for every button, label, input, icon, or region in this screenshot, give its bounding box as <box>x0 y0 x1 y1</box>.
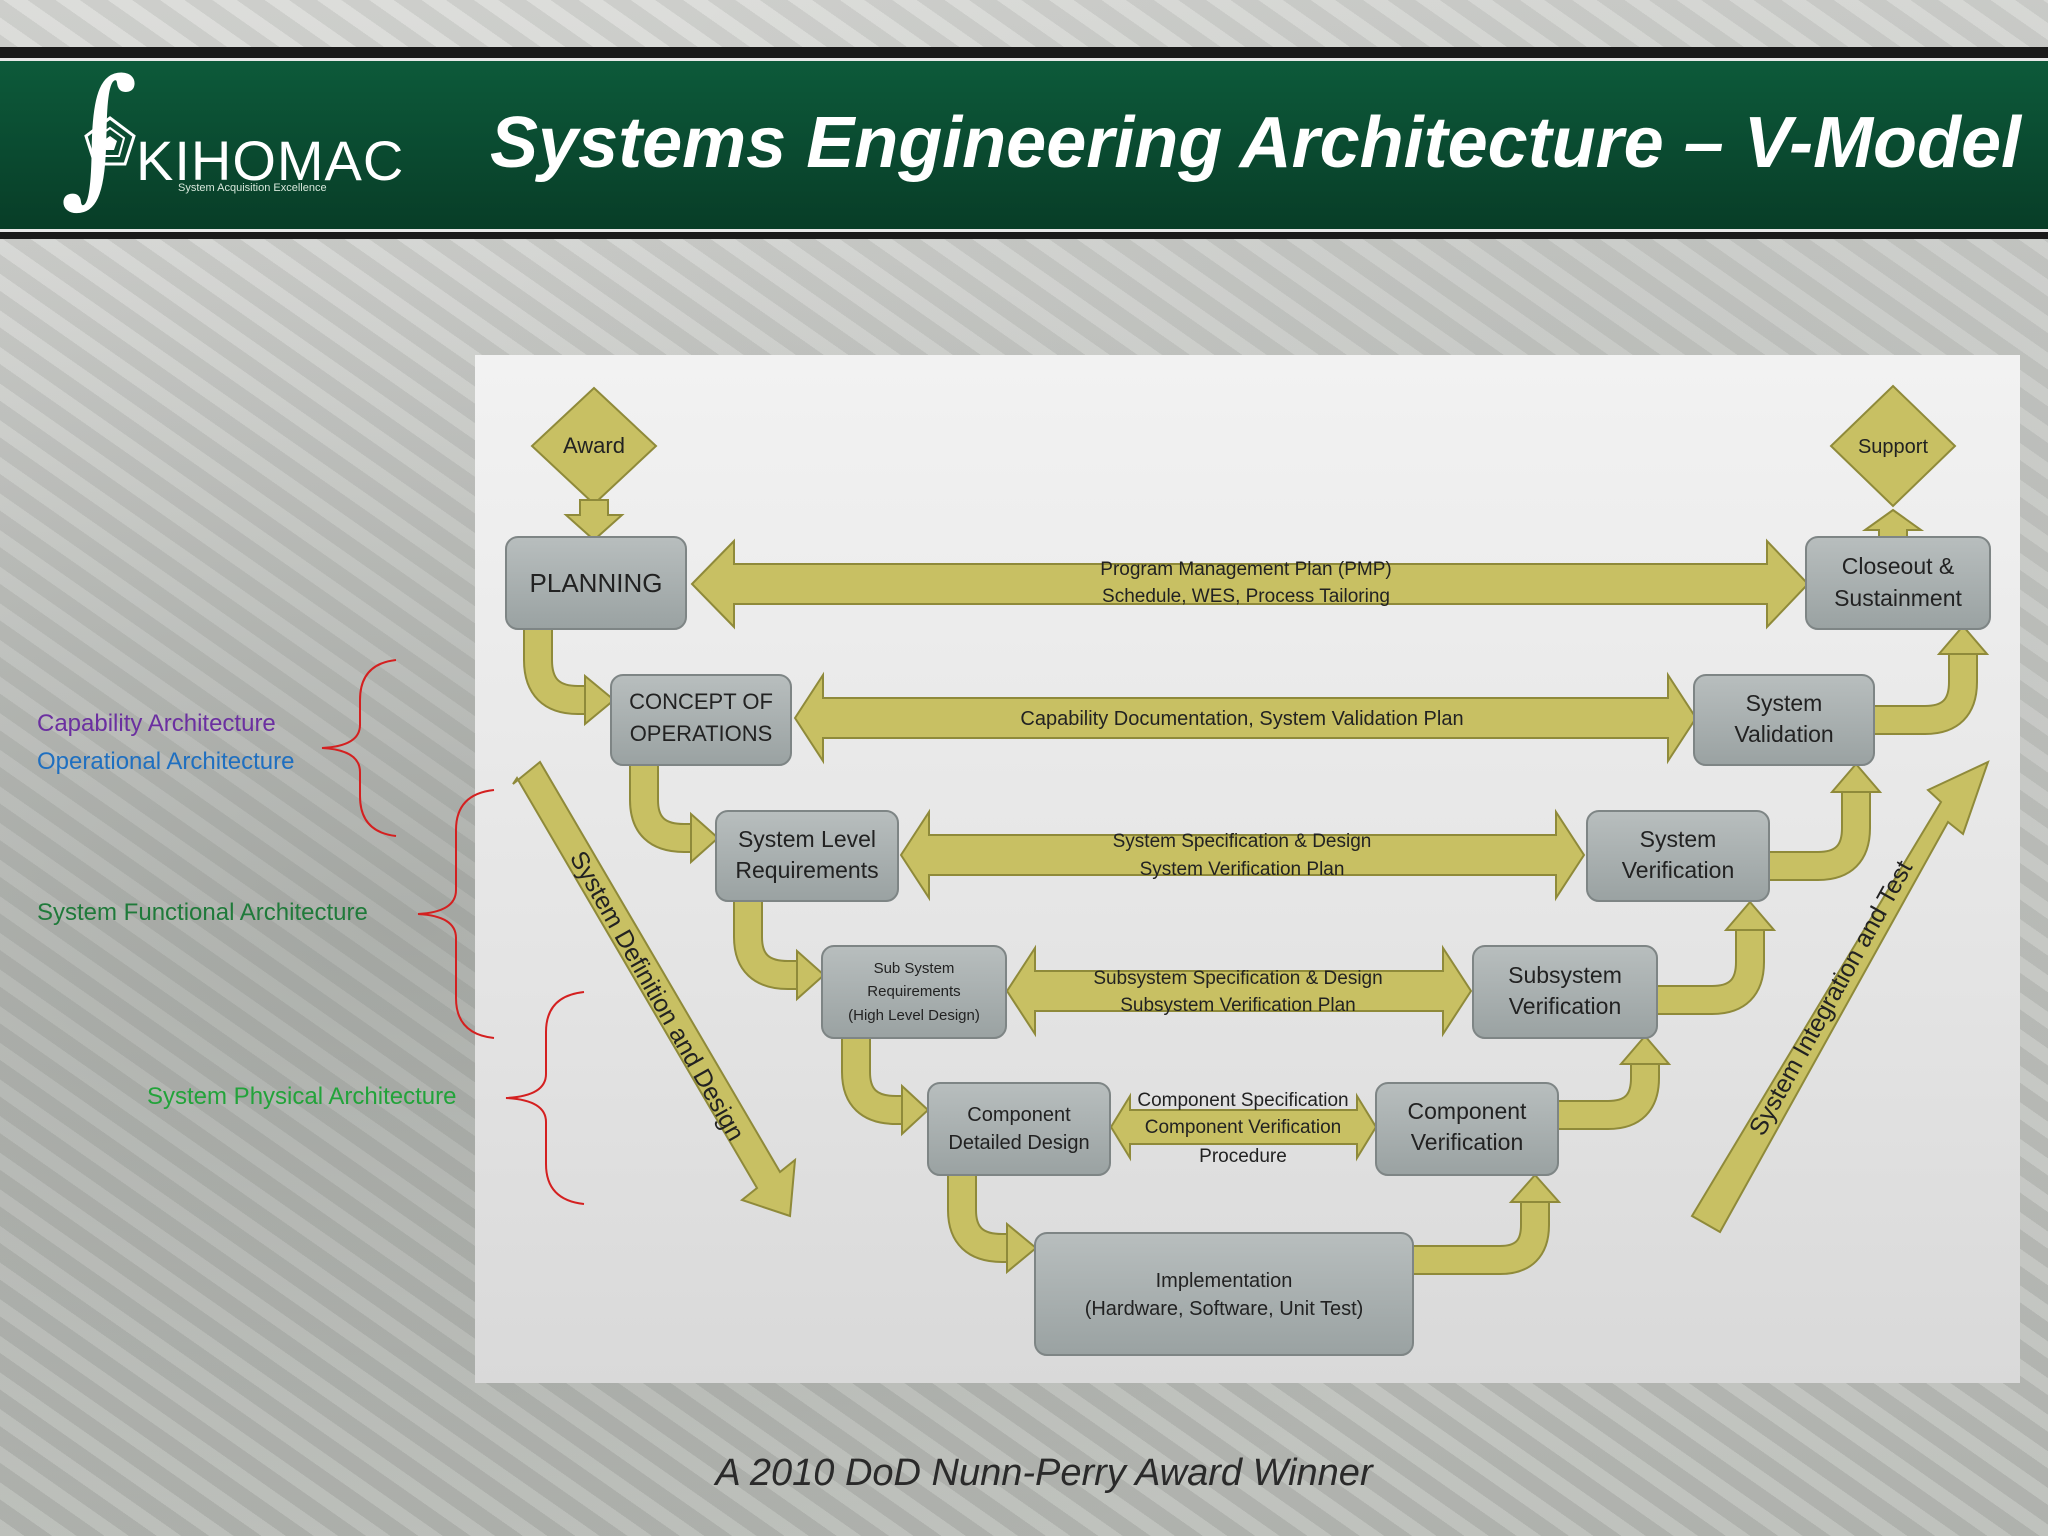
sys-validation-line2: Validation <box>1734 721 1833 747</box>
subsys-req-box <box>821 945 1007 1039</box>
kihomac-logo: ∫ KIHOMAC System Acquisition Excellence <box>60 60 403 220</box>
physical-architecture-label: System Physical Architecture <box>147 1083 457 1110</box>
subsys-verif-line1: Subsystem <box>1508 962 1622 988</box>
compspec-line1: Component Specification <box>1137 1090 1348 1111</box>
comp-verif-line2: Verification <box>1411 1129 1524 1155</box>
subsys-verif-line2: Verification <box>1509 993 1622 1019</box>
support-label: Support <box>1858 436 1928 458</box>
sys-req-box <box>715 810 899 902</box>
sys-verif-line1: System <box>1640 826 1717 852</box>
red-braces <box>321 659 585 1205</box>
logo-tagline: System Acquisition Excellence <box>178 182 327 194</box>
functional-architecture-label: System Functional Architecture <box>37 899 368 926</box>
impl-box <box>1034 1232 1414 1356</box>
comp-design-line1: Component <box>967 1104 1071 1126</box>
subspec-line1: Subsystem Specification & Design <box>1093 968 1382 989</box>
conops-line2: OPERATIONS <box>630 721 773 746</box>
header-bar <box>0 58 2048 232</box>
integration-label: System Integration and Test <box>1744 856 1919 1140</box>
connectors-left <box>523 625 1010 1263</box>
comp-verif-box <box>1375 1082 1559 1176</box>
subsys-req-line1: Sub System <box>874 960 955 977</box>
footer-award-text: A 2010 DoD Nunn-Perry Award Winner <box>715 1452 1373 1494</box>
sysspec-arrow <box>899 808 1586 902</box>
integration-arrow <box>1690 760 1990 1234</box>
award-label: Award <box>563 433 625 458</box>
subsys-req-line3: (High Level Design) <box>848 1007 980 1024</box>
brace-physical <box>505 991 585 1205</box>
sys-validation-box <box>1693 674 1875 766</box>
definition-arrow <box>512 760 797 1218</box>
connectors-right <box>1412 652 1978 1275</box>
sys-validation-line1: System <box>1746 690 1823 716</box>
impl-line2: (Hardware, Software, Unit Test) <box>1085 1298 1364 1320</box>
sys-req-line1: System Level <box>738 826 876 852</box>
subsys-req-line2: Requirements <box>867 983 960 1000</box>
logo-name: KIHOMAC <box>136 129 405 192</box>
capdoc-label: Capability Documentation, System Validat… <box>1020 708 1463 730</box>
connector-heads-right <box>1508 624 1990 1203</box>
connector-heads-left <box>584 673 1038 1275</box>
sys-verif-box <box>1586 810 1770 902</box>
subspec-arrow <box>1005 944 1473 1038</box>
compspec-line3: Procedure <box>1199 1146 1287 1167</box>
sysspec-line2: System Verification Plan <box>1140 859 1345 880</box>
compspec-line2: Component Verification <box>1145 1117 1341 1138</box>
pmp-arrow <box>690 538 1810 630</box>
operational-architecture-label: Operational Architecture <box>37 748 295 775</box>
pmp-line2: Schedule, WES, Process Tailoring <box>1102 586 1390 607</box>
closeout-box <box>1805 536 1991 630</box>
boxes <box>505 536 1991 1356</box>
pentagon-icon <box>84 116 136 166</box>
comp-design-line2: Detailed Design <box>948 1132 1089 1154</box>
arrows-horizontal <box>690 538 1810 1162</box>
page-title: Systems Engineering Architecture – V-Mod… <box>490 103 2022 183</box>
award-diamond <box>530 386 658 542</box>
sys-verif-line2: Verification <box>1622 857 1735 883</box>
comp-verif-line1: Component <box>1408 1098 1528 1124</box>
closeout-line2: Sustainment <box>1834 585 1962 611</box>
closeout-line1: Closeout & <box>1842 553 1955 579</box>
brace-functional <box>417 789 495 1039</box>
subsys-verif-box <box>1472 945 1658 1039</box>
brace-capability <box>321 659 397 837</box>
pmp-line1: Program Management Plan (PMP) <box>1100 559 1391 580</box>
impl-line1: Implementation <box>1156 1270 1293 1292</box>
sys-req-line2: Requirements <box>735 857 878 883</box>
comp-design-box <box>927 1082 1111 1176</box>
capability-architecture-label: Capability Architecture <box>37 710 276 737</box>
conops-box <box>610 674 792 766</box>
subspec-line2: Subsystem Verification Plan <box>1120 995 1356 1016</box>
conops-line1: CONCEPT OF <box>629 689 773 714</box>
planning-box <box>505 536 687 630</box>
sysspec-line1: System Specification & Design <box>1113 831 1372 852</box>
planning-label: PLANNING <box>530 568 663 598</box>
support-diamond <box>1829 384 1957 541</box>
